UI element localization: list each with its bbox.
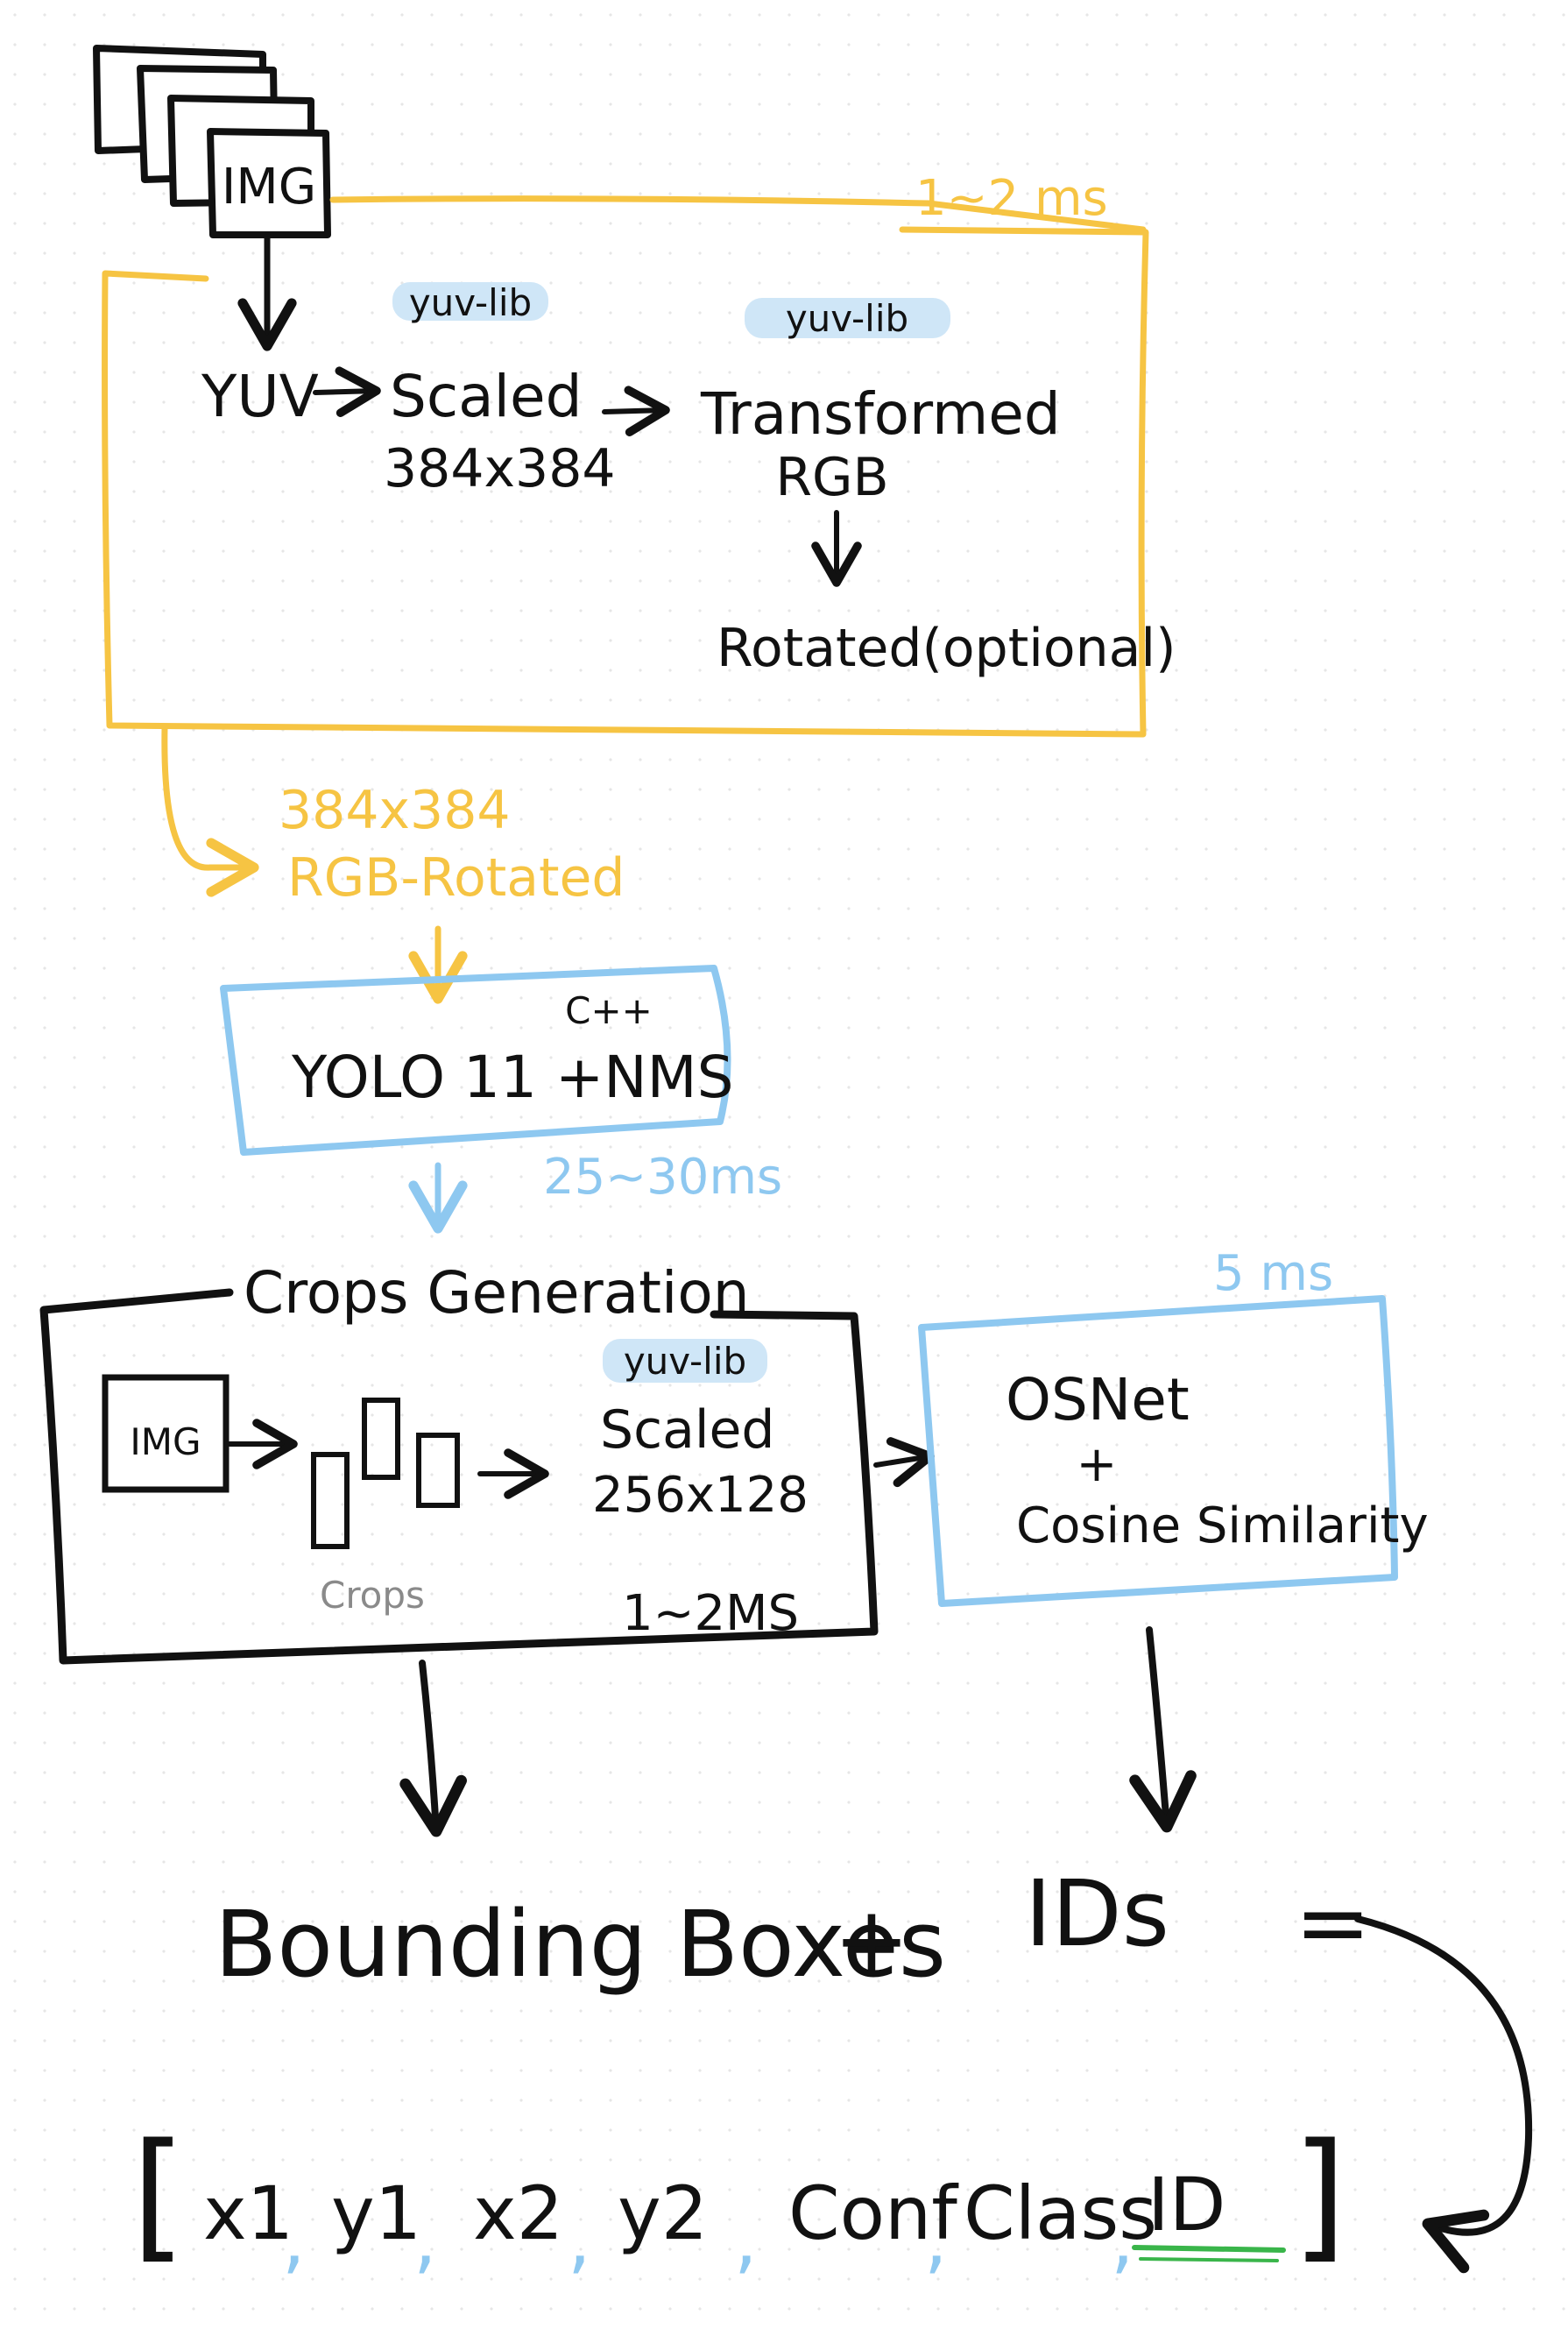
crops-source-img-icon: [102, 1374, 230, 1493]
stack-img-label: IMG: [222, 159, 316, 216]
id-underline: [1132, 2245, 1286, 2253]
arrow-crops-to-boxes: [399, 1660, 467, 1837]
output-field-id: ID: [1148, 2162, 1225, 2248]
yolo-timing: 25~30ms: [543, 1149, 782, 1206]
transformed-label: Transformed: [700, 380, 1061, 448]
output-field-y2: y2: [618, 2170, 708, 2256]
output-field-x2: x2: [473, 2170, 563, 2256]
preprocess-timing: 1~2 ms: [915, 170, 1108, 227]
output-field-x1: x1: [203, 2170, 293, 2256]
output-field-y1: y1: [331, 2170, 421, 2256]
crop-rectangles-icon: [311, 1398, 460, 1549]
image-stack-icon: [93, 45, 331, 238]
output-sep-4: ,: [734, 2197, 758, 2283]
crops-lib-tag: yuv-lib: [624, 1340, 746, 1383]
crops-dims: 256x128: [592, 1467, 809, 1524]
arrow-yuv-to-scaled: [313, 366, 381, 417]
crops-lib-highlight: [603, 1339, 767, 1383]
yolo-label: YOLO 11 +NMS: [291, 1044, 733, 1111]
yolo-cpp-tag: C++: [565, 989, 653, 1032]
equation-plus: +: [833, 1886, 909, 1993]
osnet-similarity: Cosine Similarity: [1016, 1497, 1429, 1554]
scaled-label: Scaled: [390, 363, 582, 430]
crops-scaled-label: Scaled: [600, 1399, 775, 1461]
arrow-equation-to-output: [1354, 1915, 1533, 2274]
scaled-lib-tag: yuv-lib: [409, 281, 532, 324]
output-open-bracket: [: [131, 2113, 186, 2276]
osnet-plus: +: [1077, 1436, 1118, 1493]
arrow-scaled-to-transformed: [602, 386, 670, 436]
yolo-box: [220, 965, 731, 1156]
crops-title: Crops Generation: [244, 1259, 750, 1327]
output-close-bracket: ]: [1292, 2113, 1346, 2276]
output-field-class: Class: [964, 2170, 1157, 2256]
osnet-box: [918, 1295, 1398, 1607]
crops-img-label: IMG: [130, 1420, 201, 1463]
rgb-label: RGB: [775, 447, 888, 508]
yuv-label: YUV: [201, 363, 319, 430]
rotated-label: Rotated(optional): [717, 618, 1176, 679]
equation-boxes: Bounding Boxes: [215, 1891, 946, 1998]
arrow-osnet-to-ids: [1129, 1626, 1197, 1833]
preprocess-output-format: RGB-Rotated: [287, 847, 625, 909]
transformed-lib-tag: yuv-lib: [786, 297, 908, 340]
scaled-lib-highlight: [392, 282, 548, 321]
crops-label: Crops: [320, 1574, 425, 1617]
output-sep-6: ,: [1111, 2197, 1134, 2283]
arrow-crops-to-osnet: [873, 1437, 935, 1488]
output-field-conf: Conf: [788, 2170, 959, 2256]
osnet-name: OSNet: [1006, 1366, 1190, 1433]
transformed-lib-highlight: [745, 298, 950, 338]
crops-timing: 1~2MS: [622, 1585, 799, 1642]
osnet-timing: 5 ms: [1213, 1245, 1333, 1302]
id-underline-2: [1139, 2257, 1279, 2262]
crops-box: [39, 1288, 879, 1665]
arrow-preprocess-output: [161, 724, 259, 897]
scaled-dims: 384x384: [384, 438, 616, 499]
equation-ids: IDs: [1025, 1860, 1169, 1967]
preprocess-box: [102, 195, 1149, 738]
output-sep-3: ,: [568, 2197, 591, 2283]
output-sep-2: ,: [413, 2197, 437, 2283]
preprocess-output-dims: 384x384: [279, 780, 511, 841]
output-sep-5: ,: [924, 2197, 948, 2283]
output-sep-1: ,: [282, 2197, 306, 2283]
